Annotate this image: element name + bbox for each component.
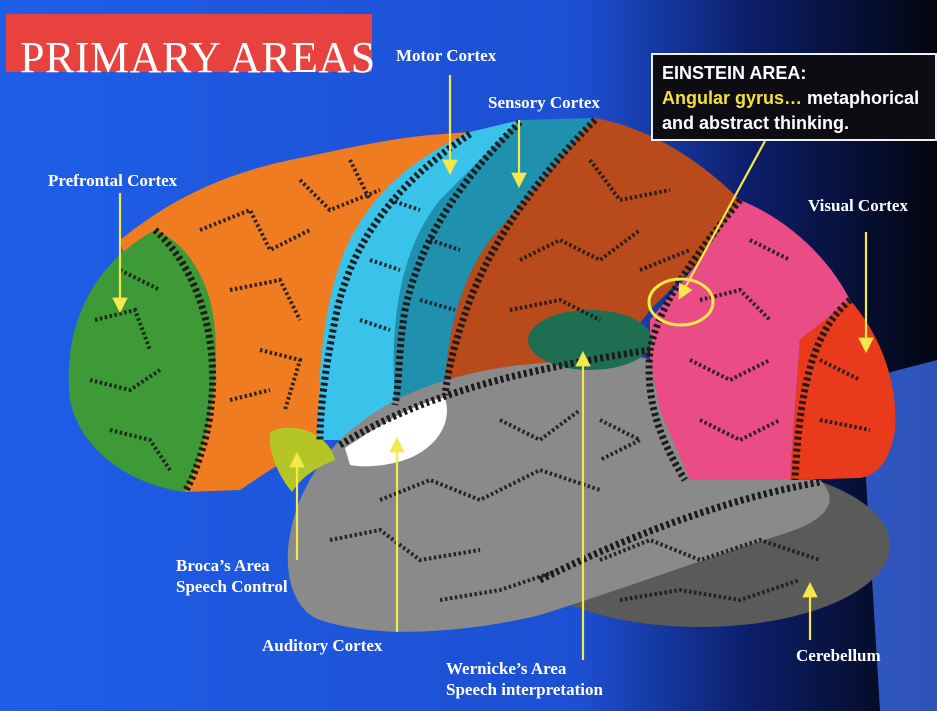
slide-title: PRIMARY AREAS bbox=[20, 32, 376, 83]
label-visual-cortex: Visual Cortex bbox=[808, 195, 908, 216]
label-broca-line-1: Broca’s Area bbox=[176, 555, 288, 576]
einstein-line-3: and abstract thinking. bbox=[662, 113, 849, 134]
label-broca-area: Broca’s Area Speech Control bbox=[176, 555, 288, 598]
angular-gyrus-highlight: Angular gyrus… bbox=[662, 88, 802, 108]
label-wernicke-area: Wernicke’s Area Speech interpretation bbox=[446, 658, 603, 701]
title-banner: PRIMARY AREAS bbox=[6, 14, 372, 72]
label-wernicke-line-2: Speech interpretation bbox=[446, 679, 603, 700]
label-broca-line-2: Speech Control bbox=[176, 576, 288, 597]
einstein-area-box: EINSTEIN AREA: Angular gyrus… metaphoric… bbox=[651, 53, 937, 141]
label-wernicke-line-1: Wernicke’s Area bbox=[446, 658, 603, 679]
einstein-line-2: Angular gyrus… metaphorical bbox=[662, 88, 919, 109]
label-cerebellum: Cerebellum bbox=[796, 645, 881, 666]
label-auditory-cortex: Auditory Cortex bbox=[262, 635, 382, 656]
einstein-heading: EINSTEIN AREA: bbox=[662, 63, 806, 84]
label-sensory-cortex: Sensory Cortex bbox=[488, 92, 600, 113]
einstein-line-2-rest: metaphorical bbox=[802, 88, 919, 108]
label-prefrontal-cortex: Prefrontal Cortex bbox=[48, 170, 177, 191]
label-motor-cortex: Motor Cortex bbox=[396, 45, 496, 66]
